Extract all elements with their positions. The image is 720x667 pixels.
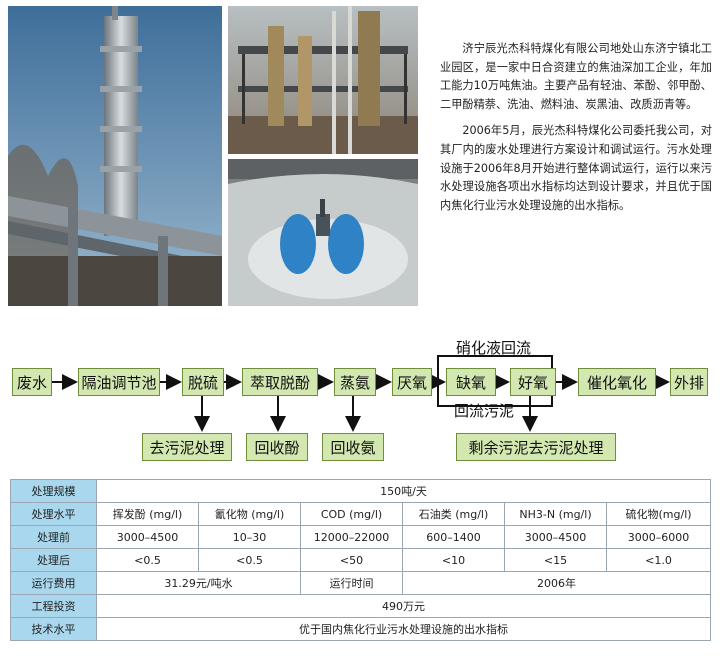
table-row: 处理前 3000–4500 10–30 12000–22000 600–1400… xyxy=(10,525,712,549)
flow-step-aerobic: 好氧 xyxy=(510,368,556,396)
flow-step-discharge: 外排 xyxy=(670,368,708,396)
table-row: 运行费用 31.29元/吨水 运行时间 2006年 xyxy=(10,571,712,595)
column-header: 氰化物 (mg/l) xyxy=(198,502,301,526)
row-header-before: 处理前 xyxy=(10,525,97,549)
flow-branch-excess-sludge: 剩余污泥去污泥处理 xyxy=(456,433,616,461)
flow-step-oil-separation-tank: 隔油调节池 xyxy=(78,368,160,396)
table-row: 处理水平 挥发酚 (mg/l) 氰化物 (mg/l) COD (mg/l) 石油… xyxy=(10,502,712,526)
column-header: 挥发酚 (mg/l) xyxy=(96,502,199,526)
process-flow-diagram: 废水 隔油调节池 脱硫 萃取脱酚 蒸氨 厌氧 缺氧 好氧 催化氧化 外排 去污泥… xyxy=(0,328,720,468)
scale-value: 150吨/天 xyxy=(95,479,712,503)
table-cell: <0.5 xyxy=(96,548,199,572)
sludge-return-label: 回流污泥 xyxy=(454,402,515,420)
column-header: COD (mg/l) xyxy=(300,502,403,526)
table-cell: <50 xyxy=(300,548,403,572)
flow-step-wastewater: 废水 xyxy=(12,368,52,396)
cost-value: 31.29元/吨水 xyxy=(96,571,301,595)
table-row: 处理后 <0.5 <0.5 <50 <10 <15 <1.0 xyxy=(10,548,712,572)
flow-step-dephenolization: 萃取脱酚 xyxy=(242,368,318,396)
column-header: 石油类 (mg/l) xyxy=(402,502,505,526)
time-value: 2006年 xyxy=(401,571,712,595)
table-cell: 12000–22000 xyxy=(300,525,403,549)
flow-branch-phenol-recovery: 回收酚 xyxy=(246,433,308,461)
intro-paragraph-1: 济宁辰光杰科特煤化有限公司地处山东济宁镇北工业园区，是一家中日合资建立的焦油深加… xyxy=(440,42,712,111)
table-cell: <1.0 xyxy=(605,548,712,572)
table-cell: 3000–4500 xyxy=(504,525,607,549)
investment-value: 490万元 xyxy=(95,594,712,618)
row-header-investment: 工程投资 xyxy=(10,594,97,618)
table-cell: <10 xyxy=(402,548,505,572)
flow-step-anaerobic: 厌氧 xyxy=(392,368,432,396)
row-header-technology: 技术水平 xyxy=(10,617,97,641)
flow-step-ammonia-distillation: 蒸氨 xyxy=(334,368,376,396)
flow-step-catalytic-oxidation: 催化氧化 xyxy=(578,368,656,396)
treatment-spec-table: 处理规模 150吨/天 处理水平 挥发酚 (mg/l) 氰化物 (mg/l) C… xyxy=(10,479,712,641)
table-row: 处理规模 150吨/天 xyxy=(10,479,712,503)
aeration-pond-photo xyxy=(228,159,418,306)
table-cell: 3000–4500 xyxy=(96,525,199,549)
table-cell: 600–1400 xyxy=(402,525,505,549)
intro-paragraph-2: 2006年5月，辰光杰科特煤化公司委托我公司，对其厂内的废水处理进行方案设计和调… xyxy=(440,124,712,212)
nitrate-return-label: 硝化液回流 xyxy=(456,339,532,357)
flow-step-anoxic: 缺氧 xyxy=(446,368,496,396)
row-header-level: 处理水平 xyxy=(10,502,97,526)
table-row: 工程投资 490万元 xyxy=(10,594,712,618)
company-intro: 济宁辰光杰科特煤化有限公司地处山东济宁镇北工业园区，是一家中日合资建立的焦油深加… xyxy=(440,40,712,215)
flow-branch-ammonia-recovery: 回收氨 xyxy=(322,433,384,461)
table-row: 技术水平 优于国内焦化行业污水处理设施的出水指标 xyxy=(10,617,712,641)
flow-branch-sludge-treatment: 去污泥处理 xyxy=(142,433,232,461)
row-header-after: 处理后 xyxy=(10,548,97,572)
table-cell: 3000–6000 xyxy=(605,525,712,549)
table-cell: <0.5 xyxy=(198,548,301,572)
time-label: 运行时间 xyxy=(300,571,403,595)
table-cell: 10–30 xyxy=(198,525,301,549)
distillation-tower-photo xyxy=(8,6,222,306)
flow-step-desulfurization: 脱硫 xyxy=(182,368,224,396)
plant-columns-photo xyxy=(228,6,418,154)
table-cell: <15 xyxy=(504,548,607,572)
column-header: NH3-N (mg/l) xyxy=(504,502,607,526)
row-header-cost: 运行费用 xyxy=(10,571,97,595)
column-header: 硫化物(mg/l) xyxy=(605,502,712,526)
row-header-scale: 处理规模 xyxy=(10,479,97,503)
technology-value: 优于国内焦化行业污水处理设施的出水指标 xyxy=(95,617,712,641)
